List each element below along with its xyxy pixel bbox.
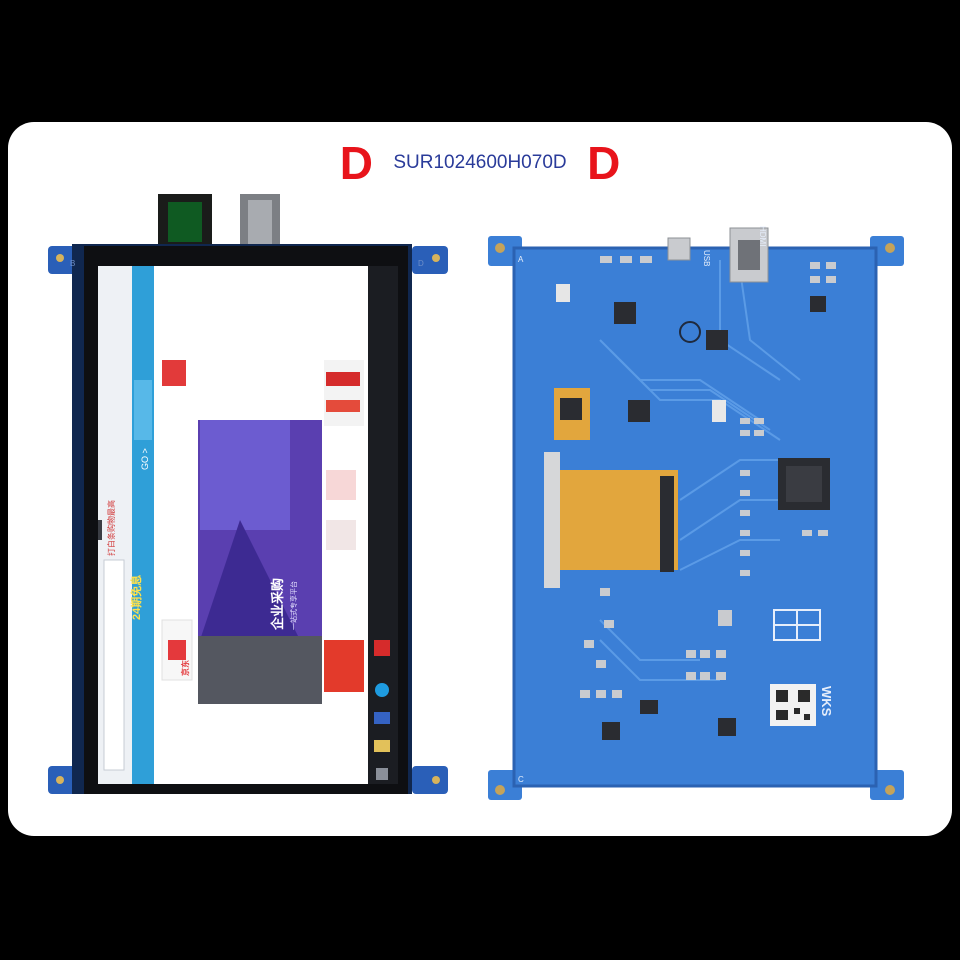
screen-text-enterprise: 企业采购: [270, 578, 285, 631]
screen-text-platform: 一站式专享平台: [289, 581, 298, 630]
category-list: [198, 636, 322, 704]
screen-text-whitebar: 打白条购物最高: [106, 500, 116, 556]
left-mark: D: [339, 137, 373, 189]
silk-label-c: C: [518, 775, 524, 784]
silk-label-hdmi: HDMI: [758, 226, 767, 246]
product-title: D SUR1024600H070D D: [0, 138, 960, 188]
silk-label-usb: USB: [702, 250, 711, 266]
right-mark: D: [587, 137, 621, 189]
screen-text-go: GO >: [140, 448, 150, 470]
silk-label-a: A: [518, 255, 524, 264]
page-sidebar: [132, 266, 154, 784]
promo-red-block: [324, 640, 364, 692]
screen-text-free-installment: 24期免息: [129, 575, 143, 620]
silk-label-b: B: [70, 259, 75, 268]
silk-label-d: D: [418, 259, 424, 268]
silk-label-wks: WKS: [819, 686, 834, 717]
taskbar: [368, 266, 398, 784]
mount-tab-tr: [412, 246, 448, 274]
front-panel: 24期免息 GO > 企业采购 一站式专享平台 京东 打白条购物最高: [48, 194, 448, 794]
back-board: HDMI USB WKS A B C D: [70, 226, 904, 800]
usb-plug: [248, 200, 272, 244]
model-number: SUR1024600H070D: [393, 152, 567, 173]
usb-port: [667, 237, 691, 261]
hdmi-plug: [168, 202, 202, 242]
fpc-cable: [544, 470, 678, 570]
mount-tab-br: [412, 766, 448, 794]
screen-text-jd: 京东: [180, 660, 190, 676]
